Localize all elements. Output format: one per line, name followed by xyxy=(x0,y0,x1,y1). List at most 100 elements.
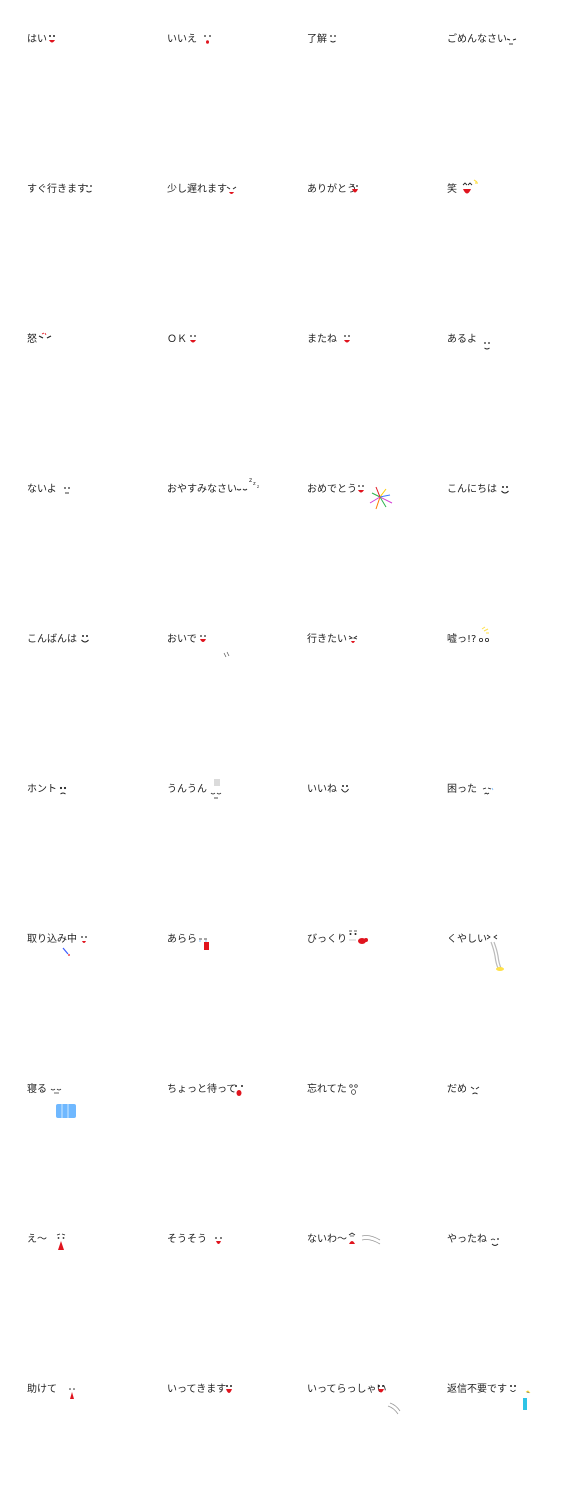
sticker-cell[interactable]: 行きたい xyxy=(280,600,420,750)
sticker-label: 忘れてた xyxy=(307,1084,347,1095)
sticker-label: ちょっと待って xyxy=(167,1084,237,1095)
sticker-label: 寝る xyxy=(27,1084,47,1095)
sticker-cell[interactable]: 怒 xyxy=(0,300,140,450)
fireworks-face-icon xyxy=(356,483,416,533)
sticker-label: あらら xyxy=(167,934,197,945)
sticker-cell[interactable]: あるよ xyxy=(420,300,560,450)
sticker-cell[interactable]: 笑 xyxy=(420,150,560,300)
sticker-cell[interactable]: 助けて xyxy=(0,1350,140,1500)
neutral-face-icon xyxy=(482,340,542,390)
sticker-label: こんにちは xyxy=(447,484,497,495)
sticker-cell[interactable]: こんばんは xyxy=(0,600,140,750)
sticker-cell[interactable]: びっくり xyxy=(280,900,420,1050)
sorry-face-icon xyxy=(226,185,286,235)
sticker-cell[interactable]: こんにちは xyxy=(420,450,560,600)
svg-text:z: z xyxy=(257,484,259,489)
sticker-cell[interactable]: いってきます xyxy=(140,1350,280,1500)
sticker-cell[interactable]: ないよ xyxy=(0,450,140,600)
sticker-cell[interactable]: ごめんなさい xyxy=(420,0,560,150)
beckoning-face-icon xyxy=(198,633,258,683)
angry-face-icon xyxy=(38,332,98,383)
sticker-label: ないわ〜 xyxy=(307,1234,347,1245)
sticker-label: 嘘っ!? xyxy=(447,634,477,645)
sticker-label: またね xyxy=(307,334,337,345)
sticker-label: ないよ xyxy=(27,484,57,495)
sticker-label: 怒 xyxy=(27,334,37,345)
sticker-cell[interactable]: またね xyxy=(280,300,420,450)
happy-face-icon xyxy=(350,183,410,233)
sticker-label: おやすみなさい xyxy=(167,484,237,495)
sticker-label: くやしい xyxy=(447,934,487,945)
no-reply-face-icon xyxy=(508,1383,562,1433)
sticker-label: 了解 xyxy=(307,34,327,45)
sticker-cell[interactable]: すぐ行きます xyxy=(0,150,140,300)
sticker-label: はい xyxy=(27,34,47,45)
sticker-cell[interactable]: 忘れてた xyxy=(280,1050,420,1200)
sticker-label: そうそう xyxy=(167,1234,207,1245)
sticker-label: いってらっしゃい xyxy=(307,1384,387,1395)
sticker-cell[interactable]: 少し遅れます xyxy=(140,150,280,300)
sticker-cell[interactable]: おめでとう xyxy=(280,450,420,600)
flat-face-icon xyxy=(62,485,122,535)
sticker-cell[interactable]: ちょっと待って xyxy=(140,1050,280,1200)
small-mouth-face-icon xyxy=(202,33,262,83)
svg-text:z: z xyxy=(253,481,256,487)
bed-face-icon xyxy=(50,1086,110,1136)
doubtful-face-icon xyxy=(58,785,118,835)
disgusted-face-icon xyxy=(348,1232,408,1282)
sticker-cell[interactable]: 困った xyxy=(420,750,560,900)
sticker-cell[interactable]: くやしい xyxy=(420,900,560,1050)
sticker-cell[interactable]: そうそう xyxy=(140,1200,280,1350)
sticker-cell[interactable]: ありがとう xyxy=(280,150,420,300)
greeting-face-icon xyxy=(500,484,560,534)
sticker-cell[interactable]: ホント xyxy=(0,750,140,900)
sticker-label: 助けて xyxy=(27,1384,57,1395)
dismayed-face-icon xyxy=(56,1233,116,1283)
sticker-cell[interactable]: いってらっしゃい xyxy=(280,1350,420,1500)
sticker-cell[interactable]: 嘘っ!? xyxy=(420,600,560,750)
sticker-cell[interactable]: ないわ〜 xyxy=(280,1200,420,1350)
forgot-face-icon xyxy=(348,1083,408,1133)
sticker-cell[interactable]: いいえ xyxy=(140,0,280,150)
sticker-cell[interactable]: はい xyxy=(0,0,140,150)
sticker-label: あるよ xyxy=(447,334,477,345)
sticker-cell[interactable]: 了解 xyxy=(280,0,420,150)
laughing-face-icon xyxy=(462,179,522,230)
sticker-cell[interactable]: あらら xyxy=(140,900,280,1050)
sticker-label: おめでとう xyxy=(307,484,357,495)
sticker-cell[interactable]: 返信不要です xyxy=(420,1350,560,1500)
sticker-label: 困った xyxy=(447,784,477,795)
troubled-face-icon xyxy=(482,786,542,836)
sticker-cell[interactable]: うんうん xyxy=(140,750,280,900)
busy-face-icon xyxy=(60,934,120,984)
shocked-face-icon xyxy=(478,626,538,677)
eager-face-icon xyxy=(348,634,408,684)
sticker-cell[interactable]: ＯＫ xyxy=(140,300,280,450)
sticker-label: ありがとう xyxy=(307,184,357,195)
cheering-face-icon xyxy=(490,1236,550,1286)
sticker-label: いいえ xyxy=(167,34,197,45)
oops-face-icon xyxy=(198,936,258,986)
sticker-cell[interactable]: いいね xyxy=(280,750,420,900)
evening-face-icon xyxy=(80,633,140,683)
sticker-cell[interactable]: やったね xyxy=(420,1200,560,1350)
smile-face-icon xyxy=(46,33,106,83)
sticker-label: すぐ行きます xyxy=(27,184,87,195)
frustrated-face-icon xyxy=(486,934,546,984)
sticker-cell[interactable]: 取り込み中 xyxy=(0,900,140,1050)
sticker-cell[interactable]: え〜 xyxy=(0,1200,140,1350)
svg-text:z: z xyxy=(249,477,252,484)
no-face-icon xyxy=(470,1085,530,1135)
sticker-cell[interactable]: おいで xyxy=(140,600,280,750)
sticker-label: 笑 xyxy=(447,184,457,195)
wait-face-icon xyxy=(234,1083,294,1133)
sticker-cell[interactable]: 寝る xyxy=(0,1050,140,1200)
sticker-label: 少し遅れます xyxy=(167,184,227,195)
sticker-label: ごめんなさい xyxy=(447,34,507,45)
sticker-label: びっくり xyxy=(307,934,347,945)
sticker-label: 行きたい xyxy=(307,634,347,645)
leaving-face-icon xyxy=(224,1383,284,1433)
ok-face-icon xyxy=(188,333,248,383)
sticker-cell[interactable]: だめ xyxy=(420,1050,560,1200)
